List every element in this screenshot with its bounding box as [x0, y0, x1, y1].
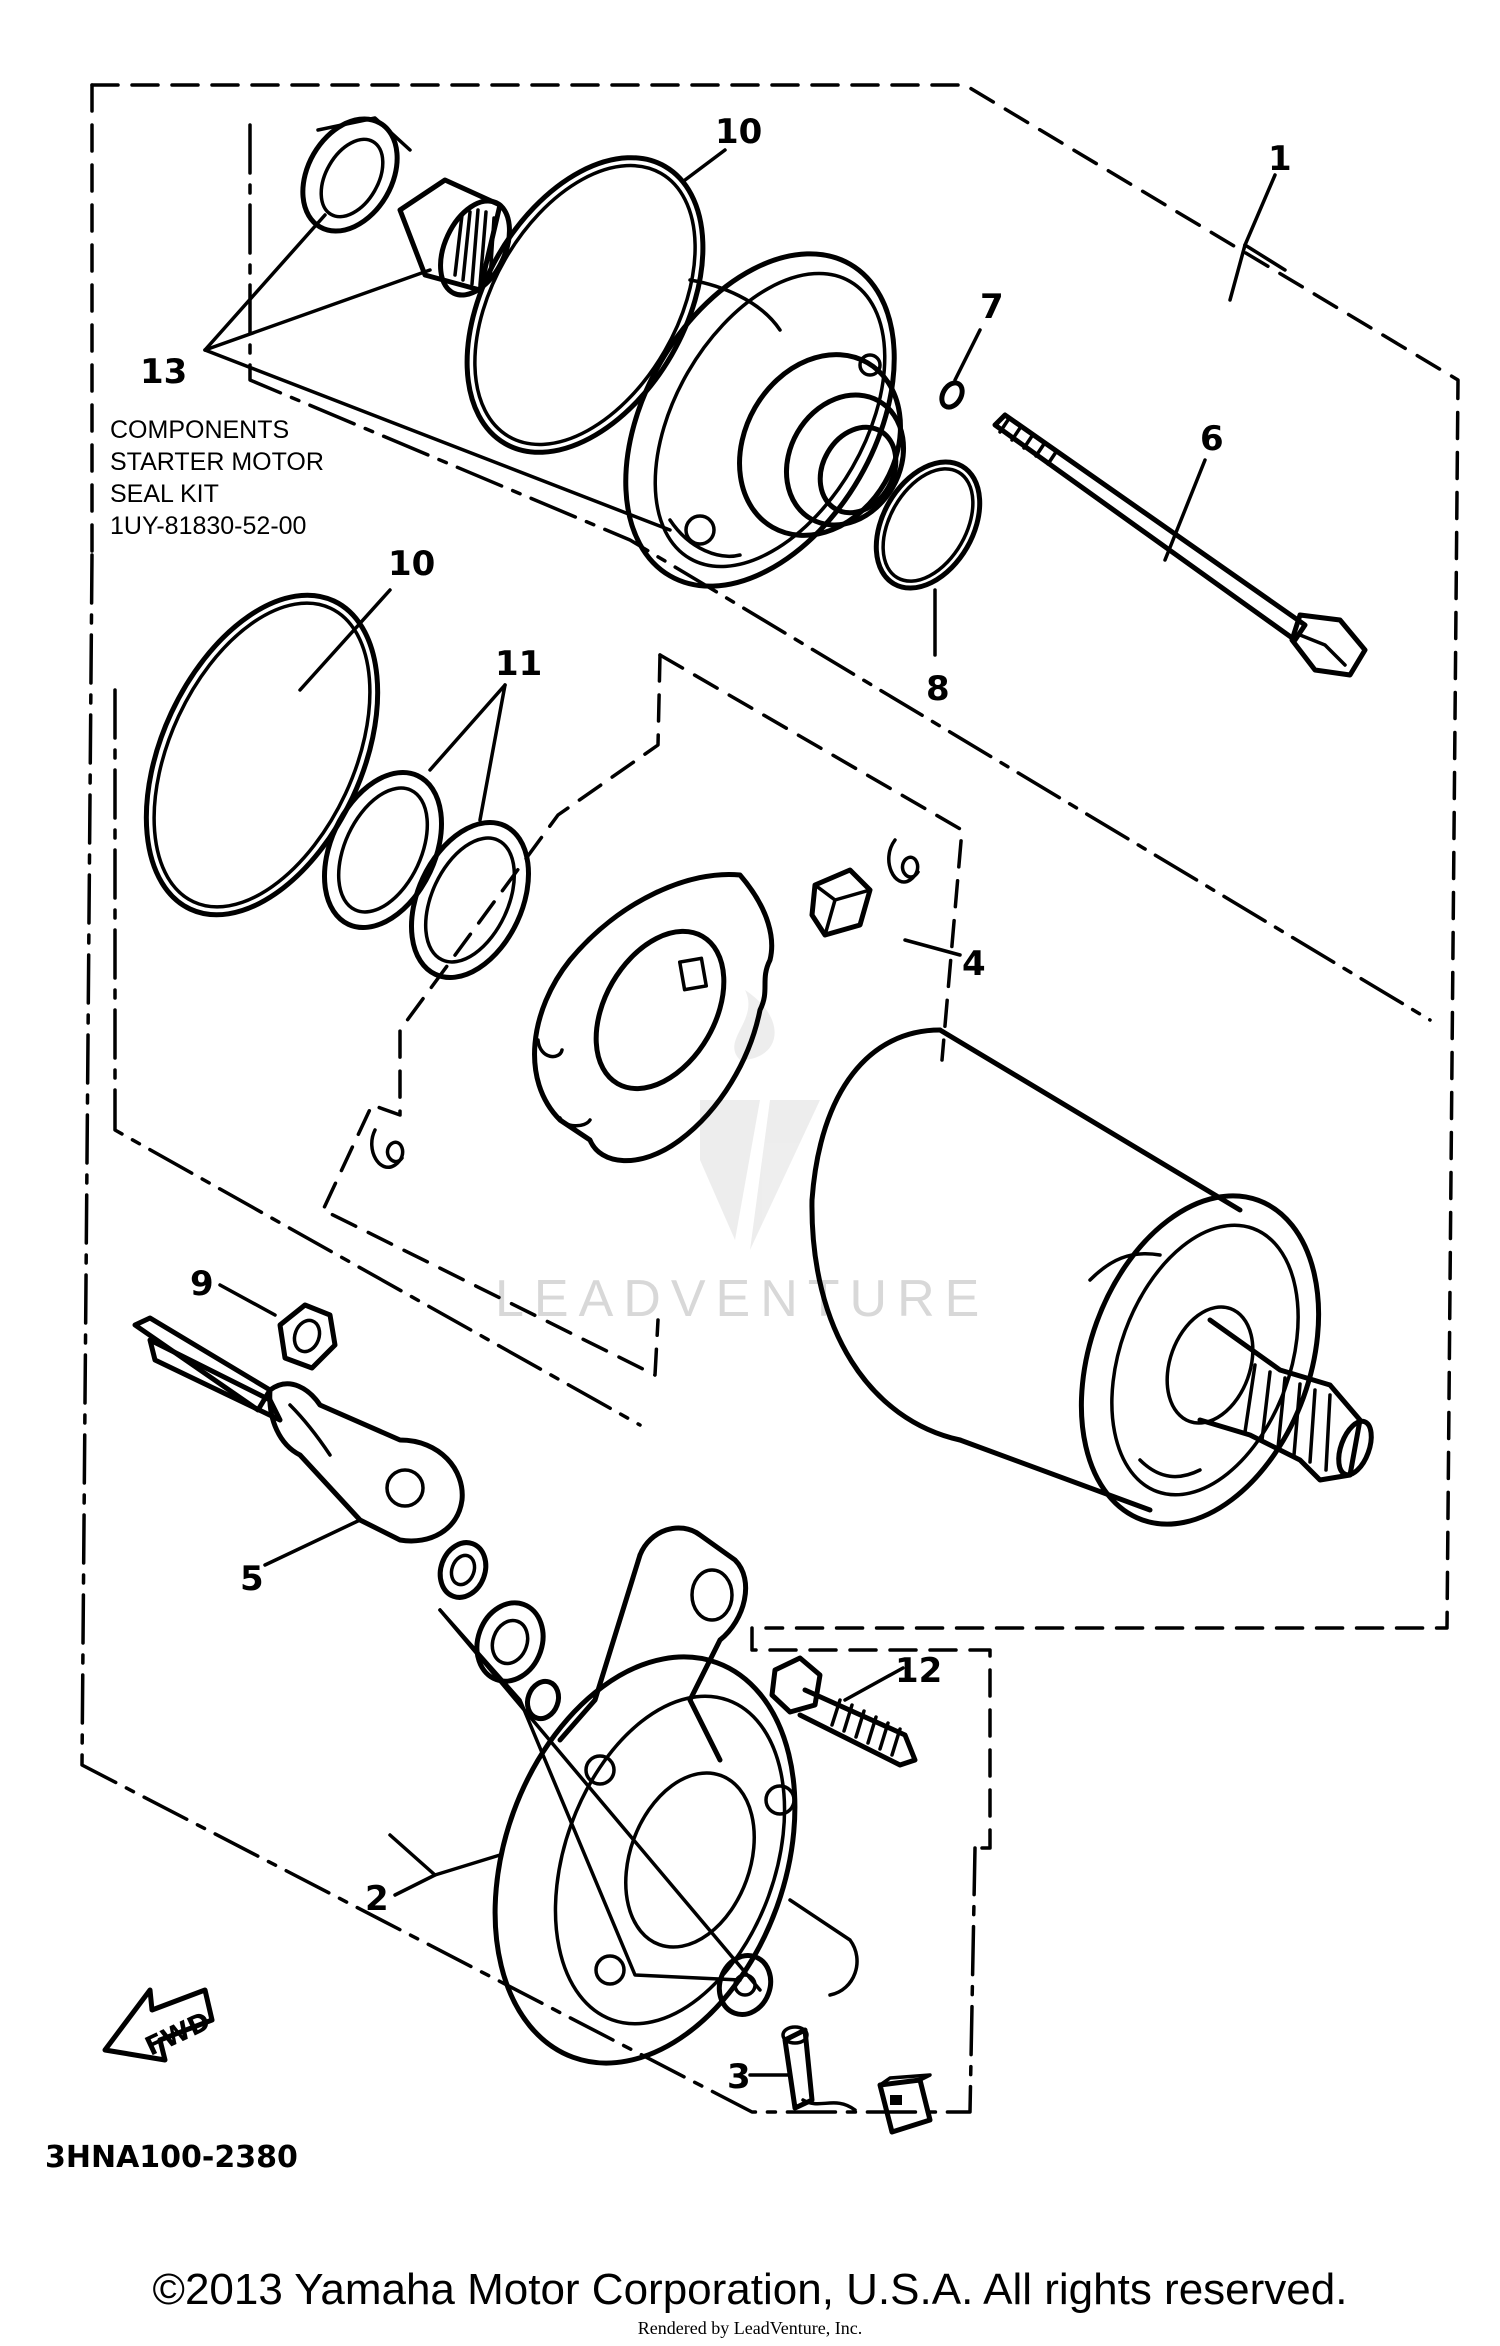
- outer-dashdot-outline: [80, 123, 1432, 2114]
- part-12-bolt: [769, 1655, 918, 1768]
- part-13-oil-seal: [300, 116, 412, 234]
- callout-3: 3: [727, 2057, 751, 2097]
- callout-2: 2: [365, 1879, 389, 1919]
- insulator-washer-upper: [437, 1540, 489, 1600]
- rendered-by-credit: Rendered by LeadVenture, Inc.: [637, 2318, 863, 2338]
- armature-shaft-splines: [1197, 1317, 1374, 1483]
- small-o-ring-bracket: [524, 1678, 562, 1722]
- insulator-washer-lower: [474, 1600, 546, 1684]
- part-13-needle-bearing: [397, 177, 512, 298]
- callout-13: 13: [140, 352, 187, 392]
- brush-holder-outline-4: [321, 653, 964, 1377]
- watermark: LEADVENTURE: [495, 990, 989, 1328]
- part-4-spring-upper: [887, 838, 920, 884]
- kit-line-components: COMPONENTS: [110, 416, 289, 444]
- seal-kit-note: COMPONENTS STARTER MOTOR SEAL KIT 1UY-81…: [110, 416, 324, 540]
- callout-1: 1: [1268, 139, 1292, 179]
- part-8-o-ring: [873, 459, 983, 591]
- callout-4: 4: [962, 944, 986, 984]
- part-10-lower-o-ring: [143, 592, 381, 918]
- callout-9: 9: [190, 1264, 214, 1304]
- fwd-label: FWD: [141, 2006, 215, 2062]
- watermark-text: LEADVENTURE: [495, 1270, 989, 1328]
- kit-line-seal-kit: SEAL KIT: [110, 480, 219, 508]
- part-1-front-cover: [623, 251, 907, 589]
- callout-11: 11: [495, 644, 542, 684]
- leader-lines: [203, 148, 1287, 2077]
- callout-10-upper: 10: [715, 112, 762, 152]
- callout-8: 8: [926, 669, 950, 709]
- callout-7: 7: [980, 287, 1004, 327]
- kit-line-part-number: 1UY-81830-52-00: [110, 512, 306, 540]
- callout-12: 12: [895, 1651, 942, 1691]
- diagram-code: 3HNA100-2380: [45, 2140, 298, 2175]
- part-11-washer-b: [409, 820, 531, 980]
- armature-yoke: [809, 1027, 1374, 1527]
- kit-line-starter-motor: STARTER MOTOR: [110, 448, 324, 476]
- part-5-terminal-lead: [132, 1315, 465, 1544]
- part-3-terminal-brush: [781, 2025, 933, 2135]
- part-4-spring-lower: [370, 1128, 405, 1169]
- fwd-arrow-icon: FWD: [102, 1987, 215, 2063]
- part-6-through-bolt: [992, 412, 1368, 678]
- callout-6: 6: [1200, 419, 1224, 459]
- assembly-outline-1: [90, 83, 1460, 1630]
- watermark-logo-icon: [700, 990, 820, 1250]
- callout-10-lower: 10: [388, 544, 435, 584]
- part-9-nut: [277, 1302, 338, 1371]
- part-11-washer-a: [322, 770, 444, 930]
- part-2-rear-bracket: [492, 1525, 859, 2066]
- bracket-bolt-outline-12: [750, 1626, 992, 1850]
- part-4-brush-block: [809, 867, 873, 938]
- callout-5: 5: [240, 1559, 264, 1599]
- part-7-small-o-ring: [939, 380, 965, 410]
- callouts: 1 2 3 4 5 6 7 8 9 10 10 11 12 13: [140, 112, 1292, 2097]
- part-4-brush-plate: [532, 871, 775, 1164]
- copyright-notice: ©2013 Yamaha Motor Corporation, U.S.A. A…: [152, 2265, 1348, 2314]
